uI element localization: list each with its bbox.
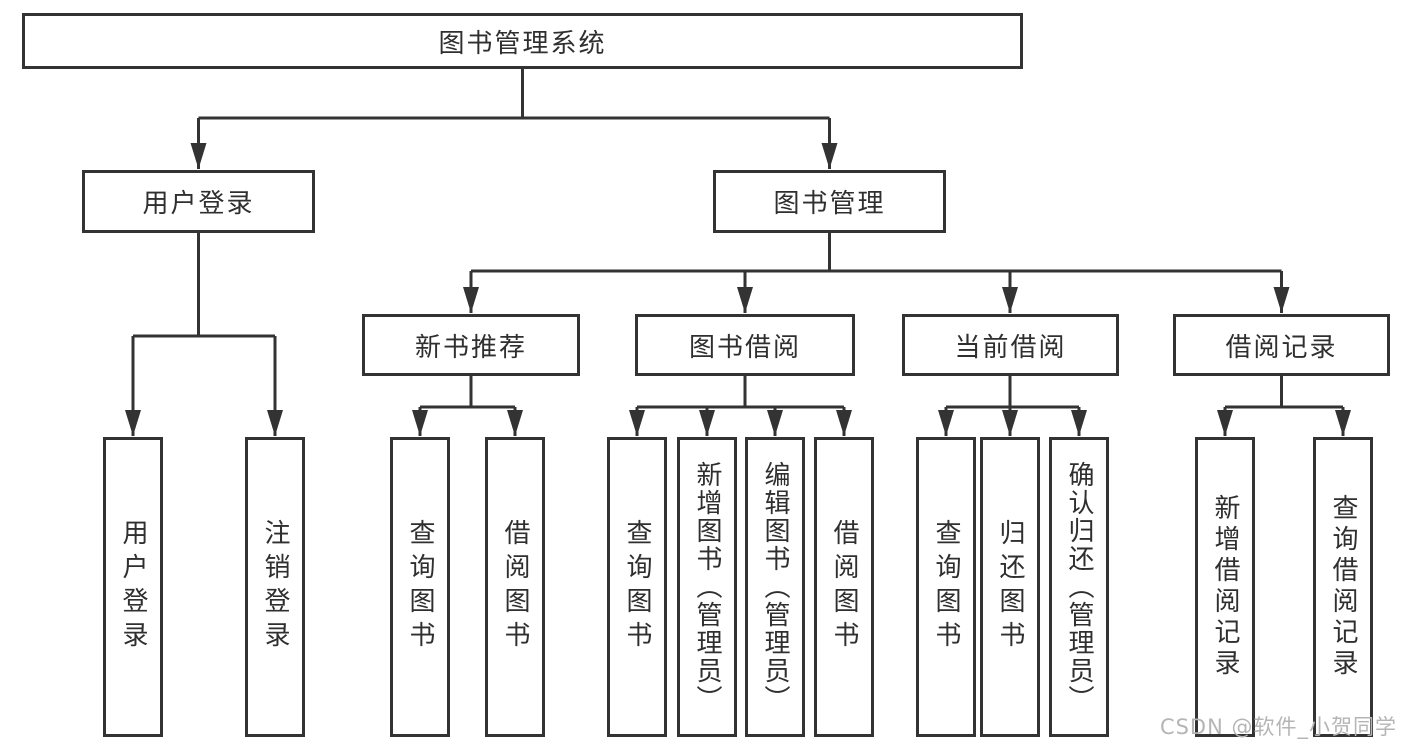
connector-borrow-records — [1217, 376, 1351, 436]
node-label: 借阅记录 — [1225, 332, 1338, 363]
connector-new-book-recommend — [412, 376, 523, 436]
node-new-book-recommend: 新书推荐 — [362, 314, 580, 376]
leaf-query-books-recommend: 查询图书 — [390, 437, 450, 737]
leaf-label: 查询图书 — [405, 519, 435, 655]
leaf-add-borrow-record: 新增借阅记录 — [1195, 437, 1255, 737]
node-borrow-records: 借阅记录 — [1173, 314, 1390, 376]
leaf-query-borrow-record: 查询借阅记录 — [1313, 437, 1373, 737]
watermark-text: CSDN @软件_小贺同学 — [1159, 715, 1397, 739]
leaf-label: 新增借阅记录 — [1210, 494, 1240, 680]
node-label: 用户登录 — [142, 189, 255, 219]
leaf-add-books-admin: 新增图书（管理员） — [677, 437, 737, 737]
leaf-label: 查询图书 — [622, 519, 652, 655]
leaf-borrow-books: 借阅图书 — [814, 437, 874, 737]
leaf-label: 新增图书（管理员） — [692, 461, 722, 713]
node-label: 图书借阅 — [688, 332, 801, 363]
leaf-query-books-borrow: 查询图书 — [607, 437, 667, 737]
node-current-borrow: 当前借阅 — [902, 314, 1119, 376]
leaf-label: 借阅图书 — [500, 519, 530, 655]
node-book-management: 图书管理 — [713, 170, 946, 233]
leaf-user-login: 用户登录 — [103, 437, 163, 737]
leaf-label: 用户登录 — [118, 519, 148, 655]
connector-user-login — [125, 233, 283, 436]
leaf-label: 注销登录 — [260, 519, 290, 655]
leaf-return-books: 归还图书 — [980, 437, 1040, 737]
connector-book-borrow — [629, 376, 852, 436]
connector-book-management — [463, 233, 1290, 313]
connector-current-borrow — [938, 376, 1087, 436]
leaf-label: 借阅图书 — [829, 519, 859, 655]
leaf-label: 查询图书 — [931, 519, 961, 655]
leaf-label: 编辑图书（管理员） — [760, 461, 790, 713]
connector-root — [190, 69, 838, 169]
leaf-query-books-current: 查询图书 — [916, 437, 976, 737]
leaf-logout-login: 注销登录 — [245, 437, 305, 737]
node-library-management-system: 图书管理系统 — [22, 13, 1023, 69]
node-book-borrow: 图书借阅 — [635, 314, 855, 376]
leaf-label: 确认归还（管理员） — [1064, 461, 1094, 713]
leaf-confirm-return-admin: 确认归还（管理员） — [1049, 437, 1109, 737]
node-user-login: 用户登录 — [82, 170, 315, 233]
leaf-label: 归还图书 — [995, 519, 1025, 655]
node-label: 新书推荐 — [414, 332, 527, 363]
leaf-label: 查询借阅记录 — [1328, 494, 1358, 680]
node-label: 图书管理 — [773, 189, 886, 219]
leaf-edit-books-admin: 编辑图书（管理员） — [745, 437, 805, 737]
leaf-borrow-books-recommend: 借阅图书 — [485, 437, 545, 737]
node-label: 图书管理系统 — [438, 28, 607, 59]
node-label: 当前借阅 — [954, 332, 1067, 363]
